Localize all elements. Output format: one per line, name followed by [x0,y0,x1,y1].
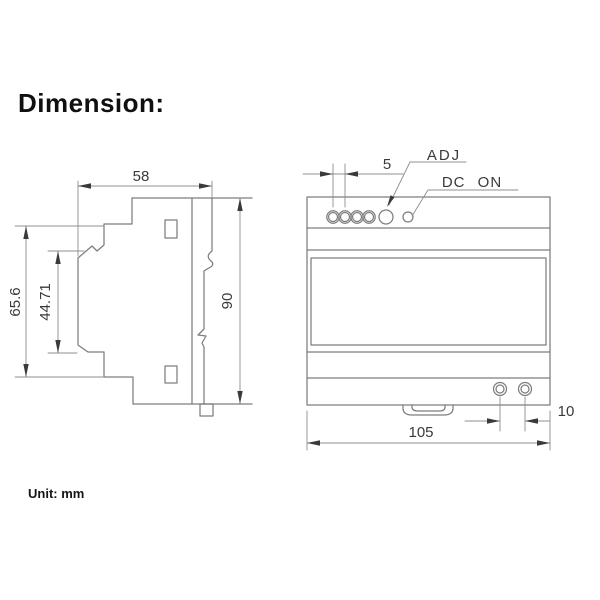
dc-on-label: DC ON [442,174,502,191]
dim-5-label: 5 [383,156,391,173]
arrow-105-left [307,440,320,446]
dim-44-71-label: 44.71 [37,283,54,321]
arrow-58-left [78,183,91,189]
adj-potentiometer [378,209,394,225]
side-vent-slot-bottom [164,365,178,384]
arrow-5-right [345,171,358,177]
front-view-body [306,196,551,416]
unit-label: Unit: mm [28,486,85,501]
arrow-10-left [487,418,500,424]
side-vent-slot-top [164,219,178,239]
arrow-65-6-bottom [23,364,29,377]
front-din-release-tab-inner [411,404,446,412]
terminal-screw-4 [362,210,376,224]
page-title: Dimension: [18,88,165,118]
output-screw-1 [492,381,508,397]
front-output-screws [492,381,533,397]
terminal-screw-3-inner [351,211,363,223]
dimension-arrowheads [23,171,550,446]
terminal-screw-1-inner [327,211,339,223]
dim-10-label: 10 [558,403,575,420]
dim-105-label: 105 [408,424,433,441]
dim-90-label: 90 [219,293,236,310]
arrow-58-right [199,183,212,189]
dimension-lines [14,161,551,451]
adj-leader-line [388,161,467,206]
output-screw-2 [517,381,533,397]
dc-on-leader-line [411,189,519,217]
front-label-window [310,257,547,346]
side-din-clip-profile [197,197,214,405]
arrow-65-6-top [23,226,29,239]
dim-58-label: 58 [133,168,150,185]
dim-65-6-label: 65.6 [7,287,24,316]
arrow-10-right [525,418,538,424]
side-din-clip-tab [199,403,214,417]
terminal-screw-2-inner [339,211,351,223]
arrow-44-71-bottom [55,340,61,353]
arrow-90-top [237,198,243,211]
dimension-labels: 58 65.6 44.71 90 5 105 10 ADJ DC ON [7,147,574,441]
arrow-44-71-top [55,251,61,264]
terminal-screw-4-inner [363,211,375,223]
front-din-release-tab [402,404,454,416]
output-screw-1-inner [495,384,505,394]
front-terminal-screws [326,210,376,224]
dc-on-led [402,211,414,223]
output-screw-2-inner [520,384,530,394]
front-outer-case [306,196,551,406]
arrow-90-bottom [237,391,243,404]
side-front-profile [77,197,134,405]
adj-label: ADJ [427,147,461,164]
arrow-5-left [320,171,333,177]
arrow-105-right [537,440,550,446]
arrow-adj-leader [387,195,395,207]
